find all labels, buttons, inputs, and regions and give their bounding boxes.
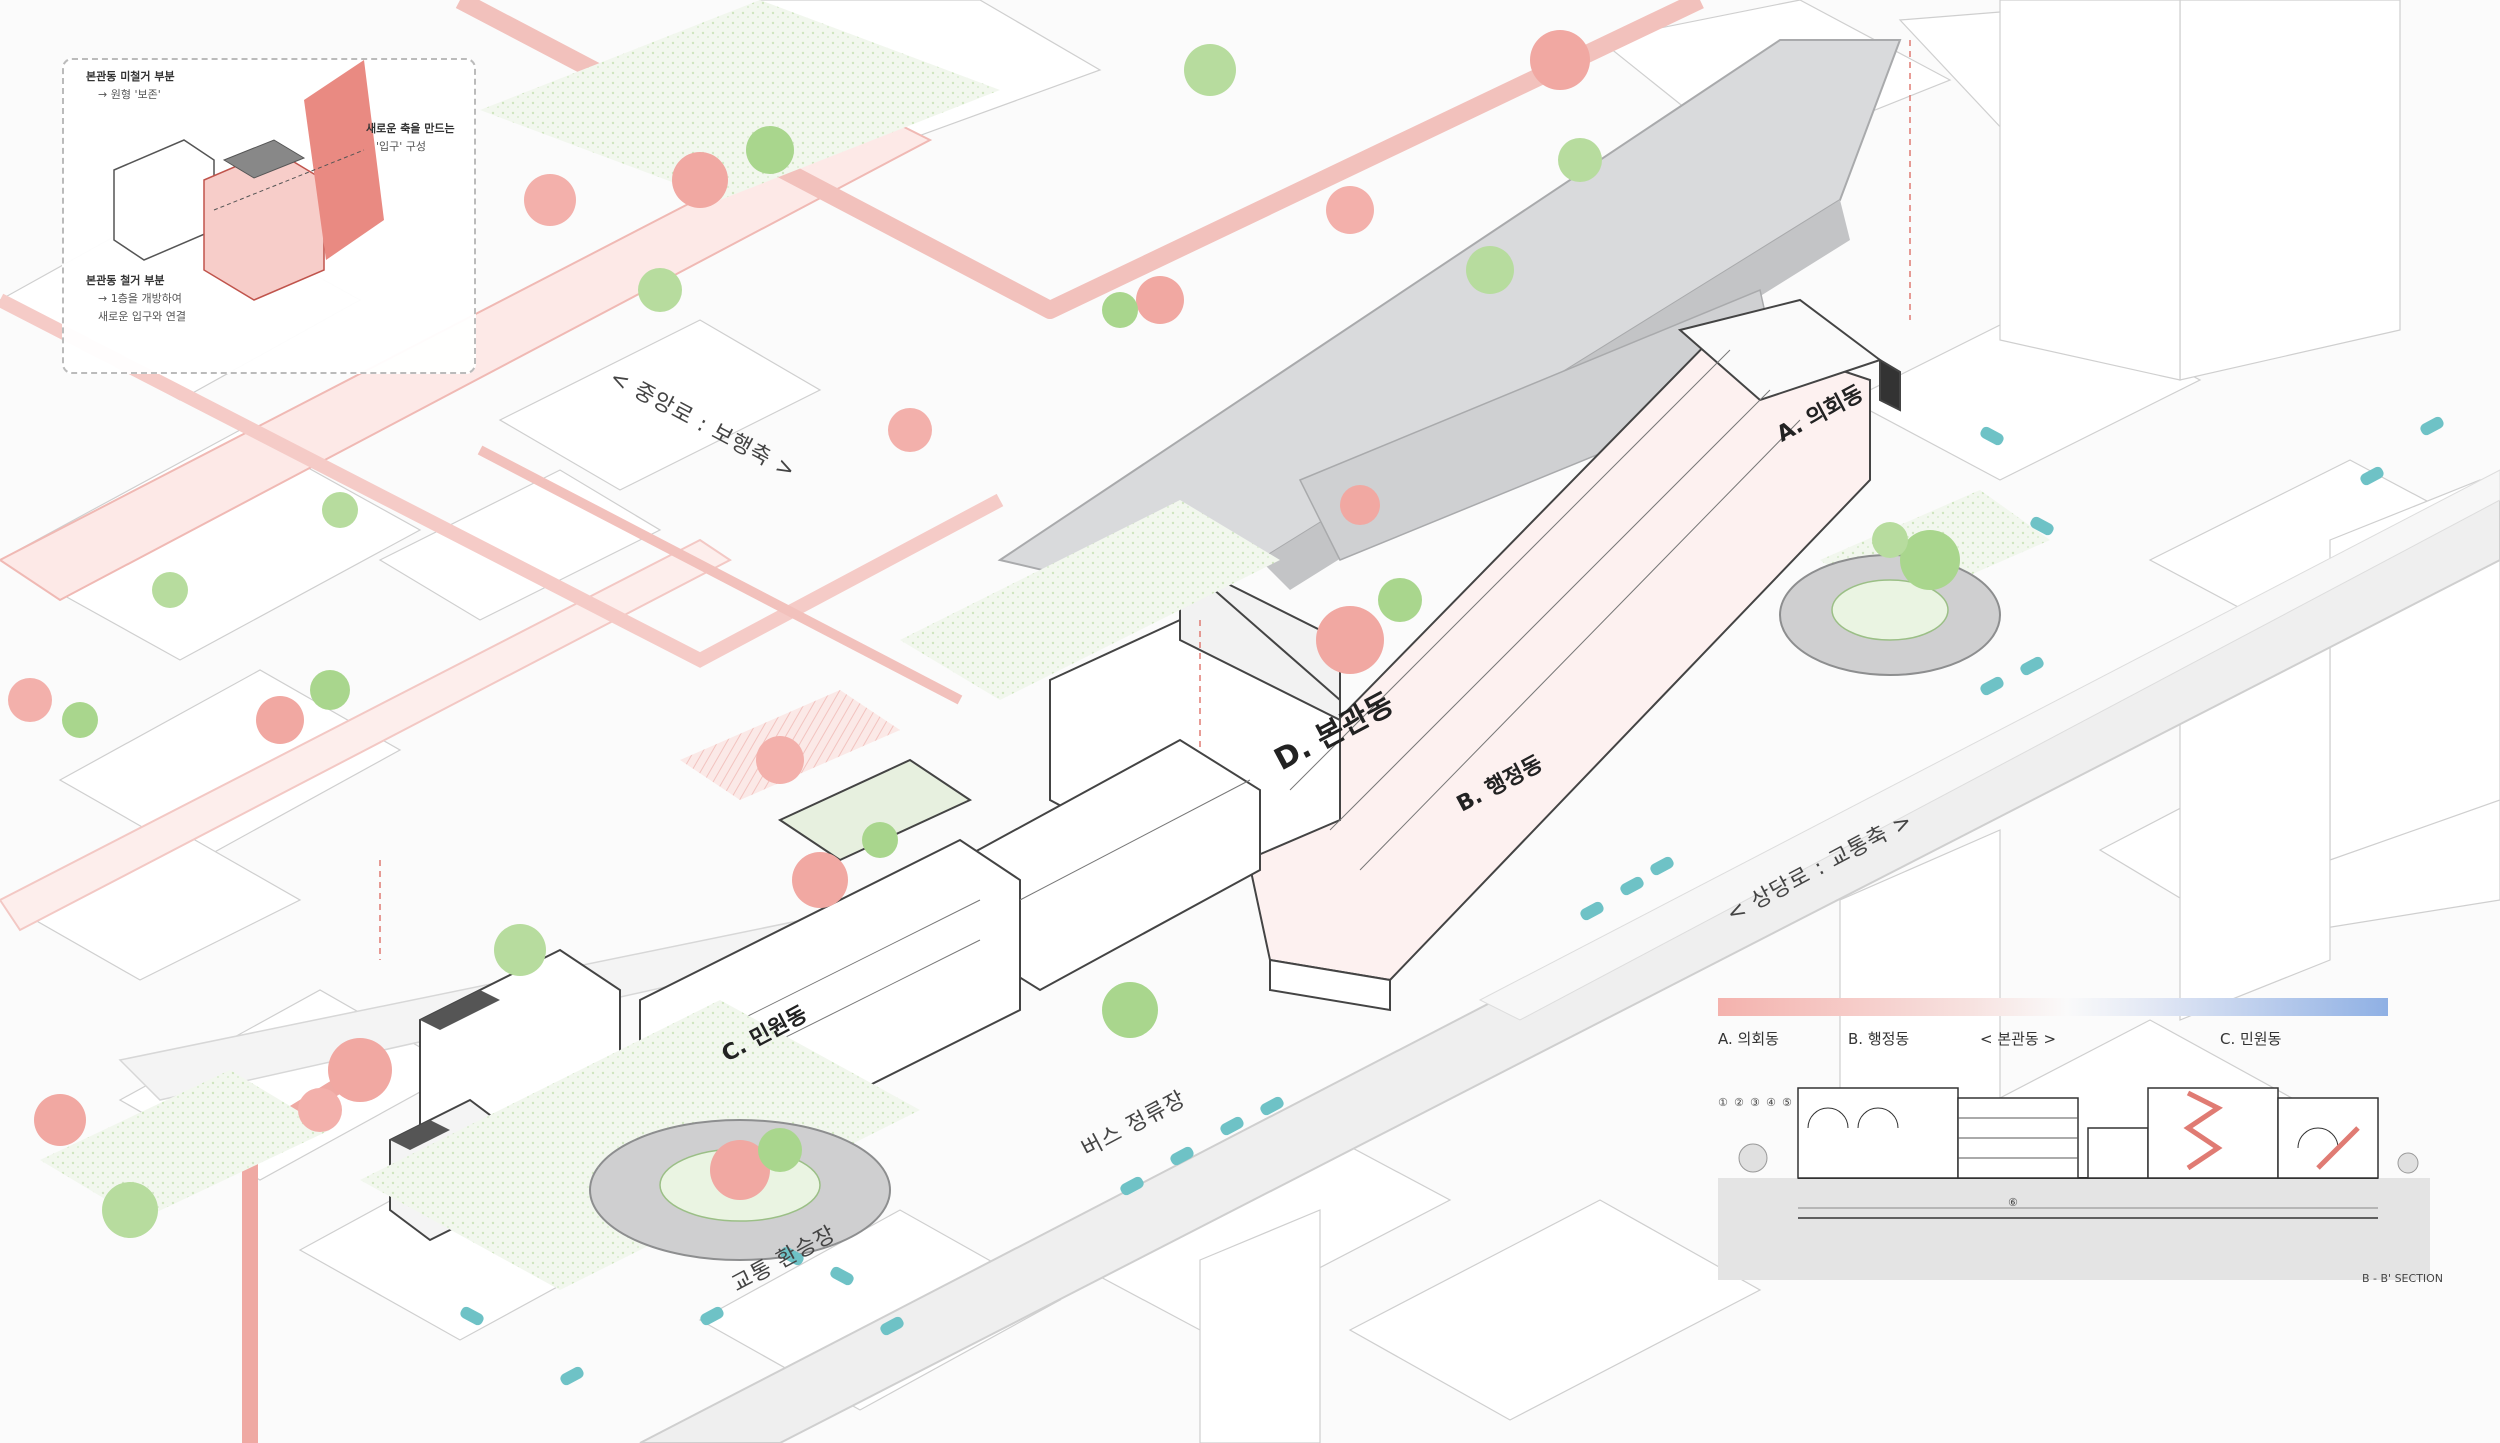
inset-note3-title: 본관동 철거 부분 xyxy=(86,274,165,287)
section-diagram: A. 의회동 B. 행정동 < 본관동 > C. 민원동 ① ② ③ ④ ⑤ ⑥ xyxy=(1718,998,2430,1280)
civic-complex xyxy=(389,298,1901,1242)
section-legend-main: < 본관동 > xyxy=(1980,1030,2057,1048)
inset-note2-title: 새로운 축을 만드는 xyxy=(366,122,455,135)
inset-note2-body: '입구' 구성 xyxy=(376,140,427,153)
roof-accents xyxy=(390,990,500,1150)
inset-diagram xyxy=(113,60,384,301)
inset-note1-body: → 원형 '보존' xyxy=(98,88,161,101)
structure-grid xyxy=(699,349,1801,1081)
inset-note3-body2: 새로운 입구와 연결 xyxy=(98,310,186,323)
section-number-2: ② xyxy=(1734,1096,1744,1109)
guide-lines xyxy=(379,40,1911,960)
section-legend-a: A. 의회동 xyxy=(1718,1030,1779,1048)
trees xyxy=(8,30,1960,1238)
section-legend-c: C. 민원동 xyxy=(2220,1030,2282,1048)
inset-note3-body1: → 1층을 개방하여 xyxy=(98,292,182,305)
inset-note1-title: 본관동 미철거 부분 xyxy=(86,70,175,83)
section-number-5: ⑤ xyxy=(1782,1096,1792,1109)
section-number-4: ④ xyxy=(1766,1096,1776,1109)
section-drawing xyxy=(1718,1087,2430,1280)
cars xyxy=(460,416,2444,1386)
section-number-6: ⑥ xyxy=(2008,1196,2018,1209)
elevated-deck xyxy=(997,39,1902,602)
section-number-1: ① xyxy=(1718,1096,1728,1109)
demolition-inset: 본관동 미철거 부분 → 원형 '보존' 새로운 축을 만드는 '입구' 구성 … xyxy=(62,58,476,374)
section-legend-b: B. 행정동 xyxy=(1848,1030,1910,1048)
section-title: B - B' SECTION xyxy=(2362,1272,2444,1285)
section-number-3: ③ xyxy=(1750,1096,1760,1109)
zone-gradient-bar xyxy=(1718,998,2388,1016)
